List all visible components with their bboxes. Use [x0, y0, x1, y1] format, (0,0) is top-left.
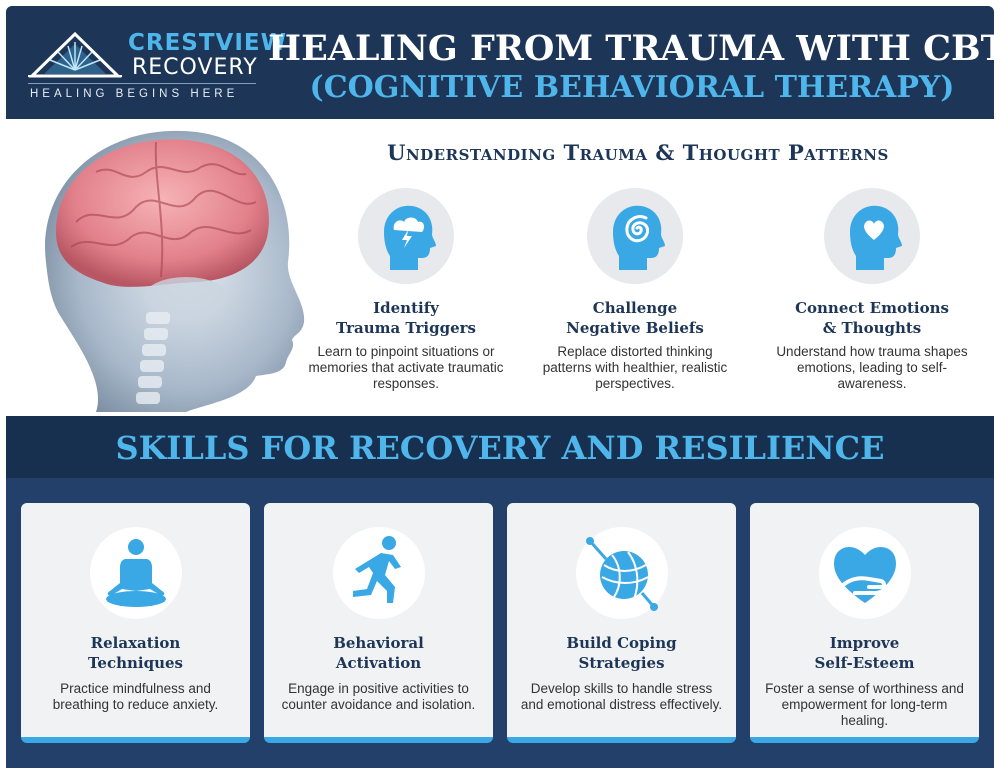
concept-title-line1: Identify — [373, 299, 439, 317]
concept-description: Replace distorted thinking patterns with… — [542, 344, 728, 391]
skill-title-line1: Behavioral — [333, 634, 424, 652]
skills-header: SKILLS FOR RECOVERY AND RESILIENCE — [6, 416, 994, 478]
skill-title-line2: Strategies — [578, 654, 665, 672]
skill-icon-circle — [575, 527, 668, 619]
concept-description: Learn to pinpoint situations or memories… — [308, 344, 504, 391]
skill-icon-circle — [332, 527, 425, 619]
skill-description: Engage in positive activities to counter… — [281, 681, 476, 712]
header-banner: CRESTVIEW RECOVERY HEALING BEGINS HERE H… — [6, 6, 1000, 119]
concept-icon-circle — [824, 188, 920, 284]
yarn-ball-icon — [585, 537, 658, 611]
skill-icon-circle — [818, 527, 911, 619]
concept-connect-emotions: Connect Emotions & Thoughts Understand h… — [772, 188, 972, 392]
page-subtitle: (COGNITIVE BEHAVIORAL THERAPY) — [309, 70, 955, 105]
skill-card-self-esteem: Improve Self-Esteem Foster a sense of wo… — [750, 503, 979, 743]
head-spiral-icon — [613, 205, 665, 270]
concept-title-line2: & Thoughts — [822, 319, 922, 337]
skill-title-line2: Techniques — [87, 654, 183, 672]
heart-hand-icon — [833, 546, 896, 603]
skill-title-line1: Improve — [829, 634, 900, 652]
skill-title-line2: Self-Esteem — [814, 654, 915, 672]
concept-title-line2: Negative Beliefs — [566, 319, 704, 337]
logo-tagline: HEALING BEGINS HERE — [30, 88, 239, 100]
logo-name-top: CRESTVIEW — [128, 30, 287, 56]
head-heart-icon — [850, 205, 902, 270]
skill-icon-circle — [89, 527, 182, 619]
section-title-understanding: Understanding Trauma & Thought Patterns — [387, 140, 889, 165]
head-brain-illustration — [45, 130, 305, 412]
skill-description: Practice mindfulness and breathing to re… — [52, 681, 219, 712]
skill-card-coping: Build Coping Strategies Develop skills t… — [507, 503, 736, 743]
concept-identify-triggers: Identify Trauma Triggers Learn to pinpoi… — [306, 188, 506, 392]
concept-challenge-beliefs: Challenge Negative Beliefs Replace disto… — [535, 188, 735, 392]
concept-title-line1: Challenge — [592, 299, 678, 317]
concept-title-line1: Connect Emotions — [795, 299, 949, 317]
skill-card-relaxation: Relaxation Techniques Practice mindfulne… — [21, 503, 250, 743]
concept-icon-circle — [358, 188, 454, 284]
meditation-icon — [105, 539, 166, 607]
skill-description: Foster a sense of worthiness and empower… — [765, 681, 964, 728]
skill-title-line2: Activation — [335, 654, 422, 672]
logo-name-bottom: RECOVERY — [132, 55, 258, 80]
concept-description: Understand how trauma shapes emotions, l… — [776, 344, 968, 391]
skill-card-behavioral: Behavioral Activation Engage in positive… — [264, 503, 493, 743]
runner-icon — [352, 536, 401, 603]
concept-icon-circle — [587, 188, 683, 284]
logo-mountain-icon — [28, 31, 122, 78]
head-lightning-cloud-icon — [384, 205, 436, 270]
skill-title-line1: Relaxation — [90, 634, 181, 652]
logo-divider — [28, 83, 256, 84]
section-title-skills: SKILLS FOR RECOVERY AND RESILIENCE — [115, 429, 885, 467]
skill-title-line1: Build Coping — [566, 634, 677, 652]
page-title: HEALING FROM TRAUMA WITH CBT — [268, 28, 1000, 69]
skill-description: Develop skills to handle stress and emot… — [520, 681, 723, 712]
concept-title-line2: Trauma Triggers — [336, 319, 476, 337]
logo: CRESTVIEW RECOVERY HEALING BEGINS HERE — [28, 26, 286, 106]
